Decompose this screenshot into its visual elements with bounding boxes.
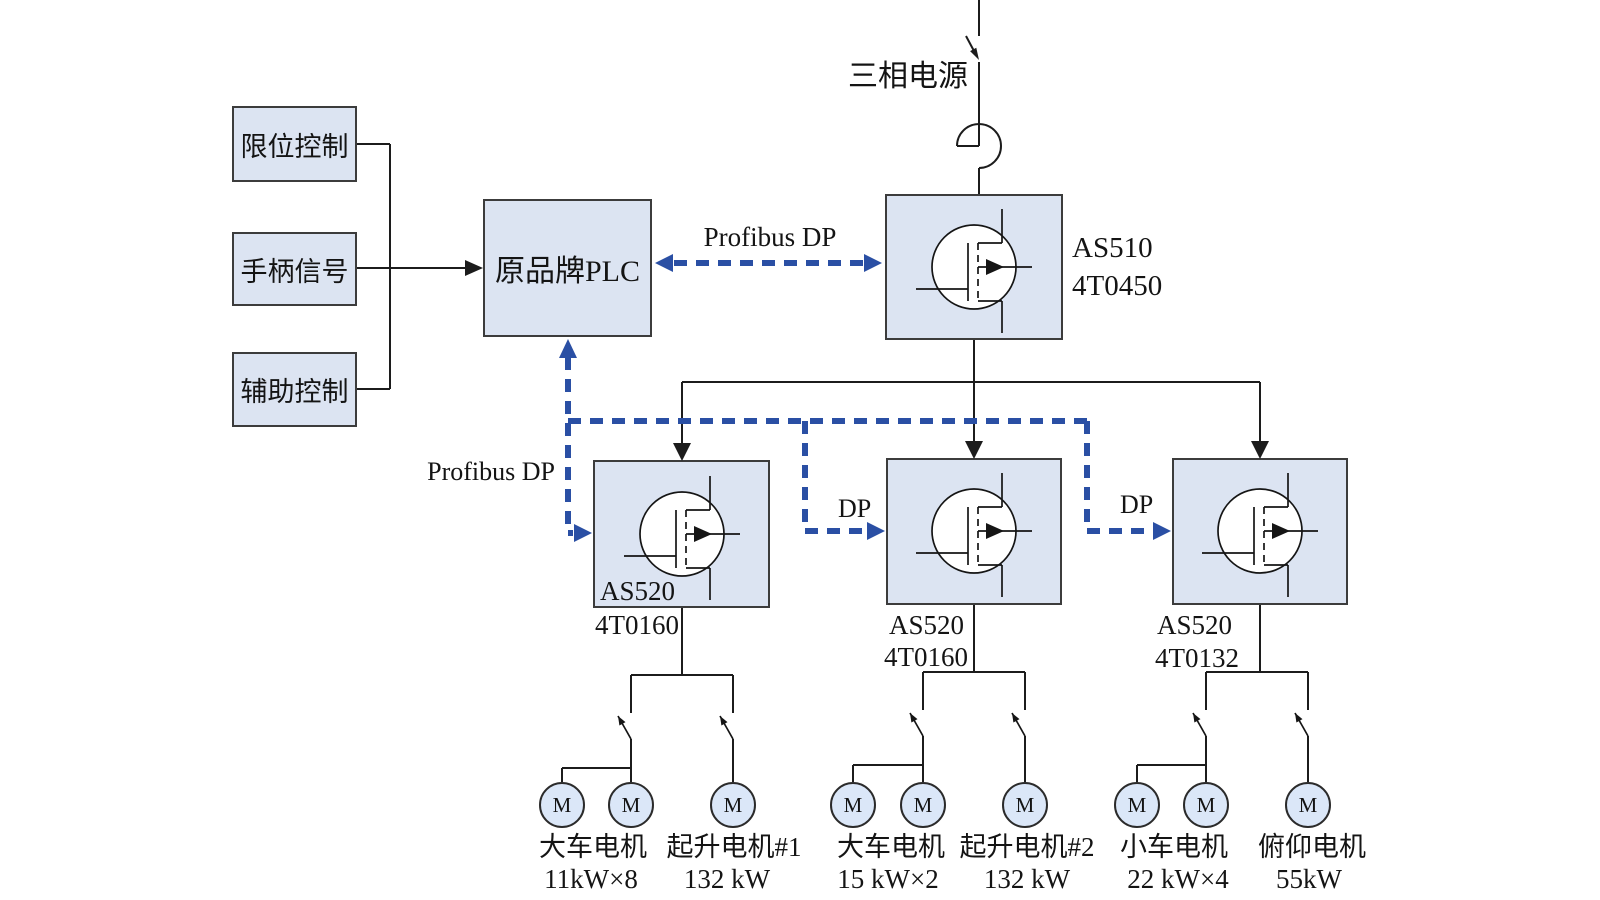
inverter-main-box	[885, 194, 1063, 340]
input-bus-lines	[357, 143, 466, 390]
input-box-handle-label: 手柄信号	[240, 256, 349, 287]
motor-8-label: M	[1196, 792, 1216, 817]
group2-right-title: 起升电机#2	[959, 832, 1095, 862]
breaker-icon	[956, 123, 1002, 169]
input-box-aux: 辅助控制	[232, 352, 357, 427]
drive3-model-label: AS520	[1157, 610, 1233, 640]
group1-right-title: 起升电机#1	[666, 832, 802, 862]
profibus-top-label: Profibus DP	[703, 222, 837, 252]
group3-right-spec: 55kW	[1276, 864, 1342, 894]
contactor-icon-3	[909, 712, 924, 737]
group3-left-spec: 22 kW×4	[1127, 864, 1229, 894]
drive3-feed-arrowhead	[1251, 441, 1269, 459]
input-box-handle: 手柄信号	[232, 232, 357, 306]
profibus-arrow-to-plc	[655, 254, 673, 272]
group1-left-spec: 11kW×8	[544, 864, 638, 894]
group3-right-title: 俯仰电机	[1258, 832, 1366, 862]
group2-left-title: 大车电机	[837, 832, 945, 862]
motor-3-label: M	[723, 792, 743, 817]
inverter-main-model: AS510	[1072, 232, 1153, 264]
motor-5-label: M	[913, 792, 933, 817]
contactor-icon-2	[719, 715, 734, 740]
contactor-icon-6	[1294, 712, 1309, 737]
power-distribution-lines	[681, 340, 1261, 451]
power-switch-icon	[965, 35, 979, 60]
profibus-arrow-to-main	[864, 254, 882, 272]
motor-9-label: M	[1298, 792, 1318, 817]
motor-4: M	[830, 782, 876, 828]
input-box-limit: 限位控制	[232, 106, 357, 182]
group2-right-spec: 132 kW	[983, 864, 1071, 894]
motor-9: M	[1285, 782, 1331, 828]
motor-8: M	[1183, 782, 1229, 828]
contactor-icon-4	[1011, 712, 1026, 737]
drive2-model-label: AS520	[889, 610, 965, 640]
profibus-left-label: Profibus DP	[427, 457, 555, 486]
motor-2: M	[608, 782, 654, 828]
group2-left-spec: 15 kW×2	[837, 864, 939, 894]
motor-1-label: M	[552, 792, 572, 817]
motor-1: M	[539, 782, 585, 828]
group1-left-title: 大车电机	[539, 832, 647, 862]
drive3-code-label: 4T0132	[1155, 643, 1239, 673]
group3-left-title: 小车电机	[1120, 832, 1228, 862]
plc-box: 原品牌PLC	[483, 199, 652, 337]
plc-label: 原品牌PLC	[494, 255, 641, 288]
motor-7-label: M	[1127, 792, 1147, 817]
power-source-label: 三相电源	[848, 60, 968, 93]
motor-5: M	[900, 782, 946, 828]
profibus-arrow-drive1	[574, 524, 592, 542]
drive2-feed-arrowhead	[965, 441, 983, 459]
dp-label-drive3: DP	[1120, 490, 1154, 519]
drive1-feed-arrowhead	[673, 443, 691, 461]
profibus-arrow-up-plc	[559, 339, 577, 358]
motor-3: M	[710, 782, 756, 828]
motor-4-label: M	[843, 792, 863, 817]
dp-label-drive2: DP	[838, 494, 872, 523]
inverter-main-code: 4T0450	[1072, 270, 1163, 302]
input-box-limit-label: 限位控制	[240, 131, 349, 162]
group1-right-spec: 132 kW	[683, 864, 771, 894]
drive2-code-label: 4T0160	[884, 642, 968, 672]
profibus-arrow-drive3	[1153, 522, 1171, 540]
input-box-aux-label: 辅助控制	[240, 377, 349, 407]
motor-7: M	[1114, 782, 1160, 828]
motor-6-label: M	[1015, 792, 1035, 817]
contactor-icon-1	[617, 715, 632, 740]
motor-6: M	[1002, 782, 1048, 828]
inverter-drive2-box	[886, 458, 1062, 605]
input-arrowhead	[465, 260, 483, 276]
drive1-code-label: 4T0160	[595, 610, 679, 640]
profibus-arrow-drive2	[867, 522, 885, 540]
drive1-model-label: AS520	[600, 576, 676, 606]
inverter-drive3-box	[1172, 458, 1348, 605]
motor-2-label: M	[621, 792, 641, 817]
contactor-icon-5	[1192, 712, 1207, 737]
